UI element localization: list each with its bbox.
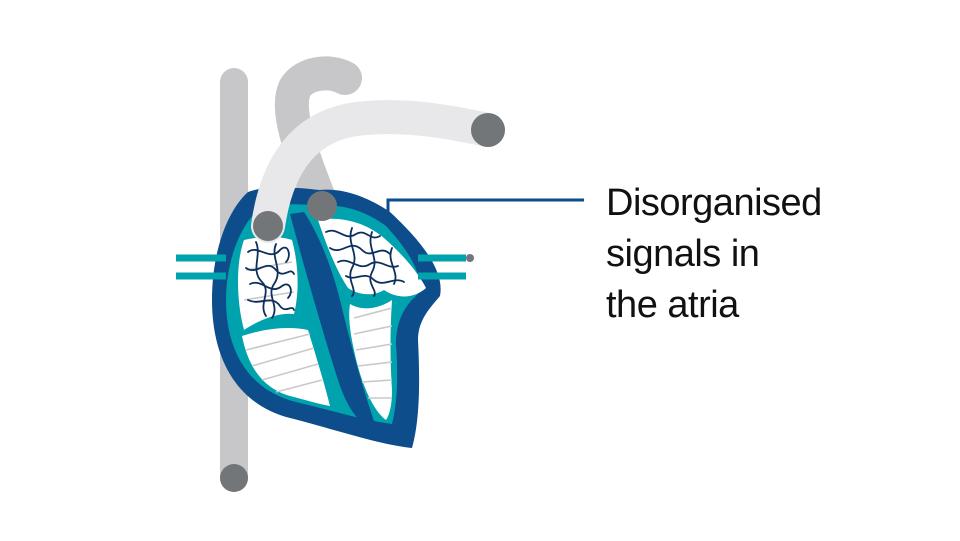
pulmonary-artery — [251, 100, 505, 243]
heart-body — [212, 187, 441, 448]
muscle-fibres — [243, 261, 393, 399]
callout-label: Disorganised signals in the atria — [606, 178, 936, 331]
aorta — [274, 56, 362, 223]
pulmonary-veins — [176, 254, 474, 280]
callout-line-3: the atria — [606, 284, 739, 326]
callout-line-2: signals in — [606, 233, 760, 275]
callout-line-1: Disorganised — [606, 182, 822, 224]
electrical-signal-lines — [245, 227, 405, 319]
callout-leader — [386, 198, 584, 222]
